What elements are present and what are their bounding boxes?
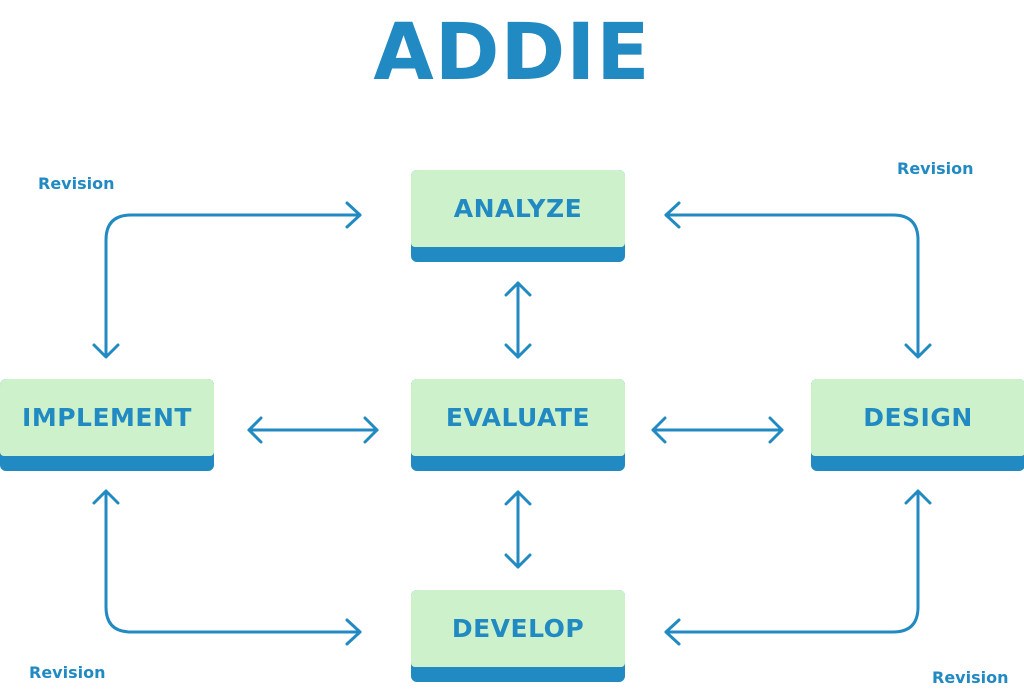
develop-box: DEVELOP (411, 590, 625, 682)
design-box: DESIGN (811, 379, 1024, 471)
implement-label: IMPLEMENT (22, 403, 192, 432)
arrowhead-up-icon (904, 489, 932, 505)
arrowhead-left-icon (664, 201, 681, 229)
arrowhead-down-icon (504, 553, 532, 569)
diagram-title: ADDIE (373, 8, 651, 98)
evaluate-label: EVALUATE (445, 403, 591, 432)
arrowhead-down-icon (504, 343, 532, 359)
revision-arrow-bottom-left (104, 490, 362, 634)
arrowhead-up-icon (92, 489, 120, 505)
revision-arrow-top-left (104, 213, 362, 358)
revision-label-top-left: Revision (38, 174, 115, 193)
arrowhead-right-icon (768, 416, 784, 444)
arrowhead-left-icon (651, 416, 667, 444)
arrowhead-up-icon (504, 281, 532, 297)
revision-label-top-right: Revision (897, 159, 974, 178)
arrowhead-right-icon (345, 201, 362, 229)
revision-label-bottom-right: Revision (932, 668, 1009, 687)
design-label: DESIGN (863, 403, 973, 432)
analyze-label: ANALYZE (453, 194, 583, 223)
arrowhead-right-icon (363, 416, 379, 444)
evaluate-box: EVALUATE (411, 379, 625, 471)
analyze-box: ANALYZE (411, 170, 625, 262)
arrowhead-down-icon (92, 343, 120, 359)
arrowhead-down-icon (904, 343, 932, 359)
revision-label-bottom-left: Revision (29, 663, 106, 682)
develop-label: DEVELOP (451, 614, 585, 643)
arrowhead-left-icon (247, 416, 263, 444)
arrowhead-right-icon (345, 618, 362, 646)
arrowhead-up-icon (504, 490, 532, 506)
arrowhead-left-icon (664, 618, 681, 646)
implement-box: IMPLEMENT (0, 379, 214, 471)
revision-arrow-bottom-right (664, 490, 920, 634)
revision-arrow-top-right (664, 213, 920, 358)
